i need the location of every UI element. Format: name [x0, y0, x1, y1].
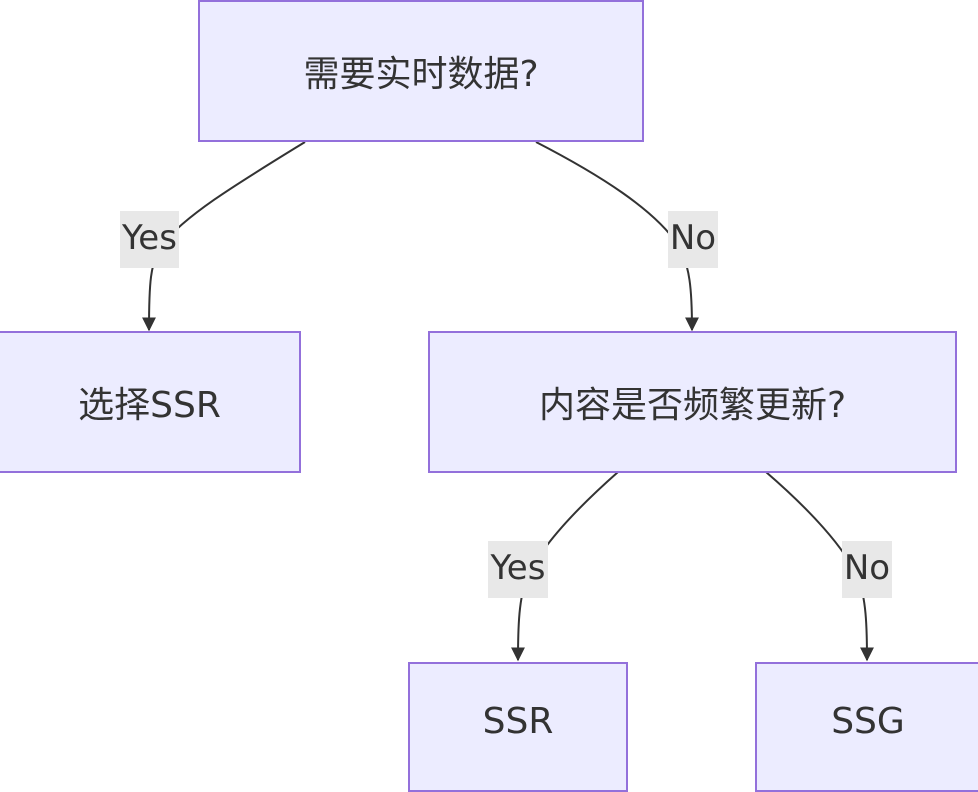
edge-label-no-realtime: No [668, 211, 718, 268]
node-content-frequently-updated-label: 内容是否频繁更新? [538, 385, 847, 426]
edge-label-yes-frequent: Yes [488, 541, 548, 598]
node-content-frequently-updated: 内容是否频繁更新? [428, 331, 957, 473]
node-choose-ssr: 选择SSR [0, 331, 301, 473]
node-choose-ssr-label: 选择SSR [78, 385, 221, 426]
node-need-realtime-data-label: 需要实时数据? [303, 54, 539, 95]
node-ssg-label: SSG [831, 700, 905, 742]
edge-label-no-frequent: No [842, 541, 892, 598]
node-need-realtime-data: 需要实时数据? [198, 0, 644, 142]
edge-label-yes-realtime: Yes [120, 211, 179, 268]
node-ssg: SSG [755, 662, 978, 792]
node-ssr: SSR [408, 662, 628, 792]
node-ssr-label: SSR [482, 700, 554, 742]
